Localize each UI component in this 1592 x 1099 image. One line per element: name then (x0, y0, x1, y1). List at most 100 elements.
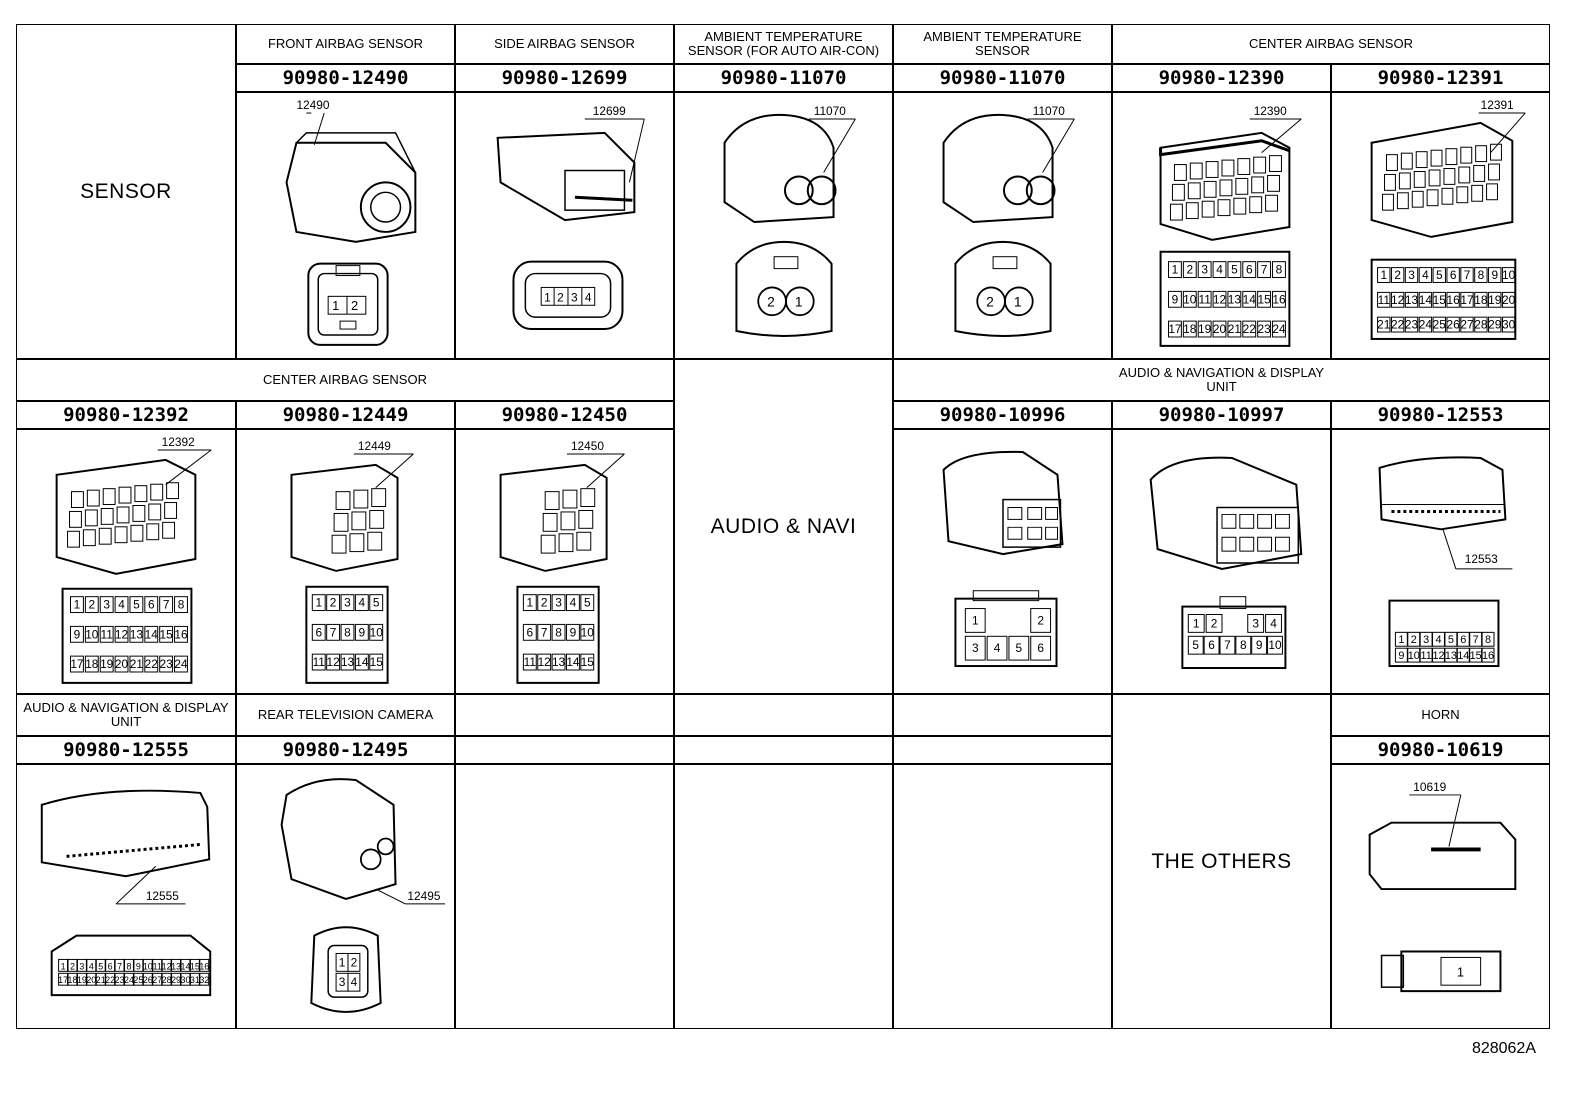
pin-number: 30 (1502, 318, 1516, 332)
pin-cell (1474, 316, 1488, 333)
pin-number: 2 (330, 596, 337, 610)
pin-number: 18 (68, 975, 78, 985)
pin-number: 17 (1168, 322, 1181, 336)
pin-number: 23 (115, 975, 125, 985)
cavity (1269, 155, 1282, 172)
pin-number: 2 (351, 955, 358, 969)
pin-number: 28 (162, 975, 172, 985)
pin-number: 12 (1213, 292, 1226, 306)
part-number: 90980-12390 (1112, 64, 1331, 92)
pin-cell (67, 972, 78, 986)
pin-number: 4 (118, 598, 125, 612)
pin-cell (1212, 261, 1227, 279)
cavity (580, 488, 596, 508)
pin-cell (1030, 608, 1052, 633)
pin-number: 7 (1261, 263, 1268, 277)
pin-number: 16 (199, 961, 209, 971)
pin-number: 9 (359, 625, 366, 639)
cavity (576, 531, 592, 551)
pin-number: 3 (339, 975, 346, 989)
drawing-label: 12699 (593, 104, 626, 118)
pin-number: 21 (130, 657, 144, 671)
pin-number: 6 (1450, 268, 1457, 282)
pin-3: 3 (571, 290, 578, 304)
pin-number: 1 (315, 596, 322, 610)
pin-number: 8 (344, 625, 351, 639)
cavity (351, 511, 367, 531)
pin-cell (1390, 291, 1405, 308)
pin-cell (537, 594, 552, 612)
title-center-airbag-sensor-row2: CENTER AIRBAG SENSOR (16, 359, 674, 401)
pin-number: 12 (115, 627, 128, 641)
pin-cell (1488, 316, 1502, 333)
pin-number: 7 (1464, 268, 1471, 282)
pin-cell (58, 958, 69, 972)
pin-cell (522, 623, 537, 641)
pin-number: 2 (1037, 613, 1044, 627)
pin-number: 5 (1448, 634, 1454, 646)
pin-cell (1469, 631, 1483, 647)
cavity (1430, 149, 1443, 167)
cavity (98, 527, 112, 545)
pin-number: 4 (994, 641, 1001, 655)
cavity (331, 534, 347, 554)
pin-cell (1242, 320, 1257, 338)
pin-number: 20 (115, 657, 129, 671)
pin-number: 27 (152, 975, 162, 985)
part-number: 90980-12555 (16, 736, 236, 764)
pin-cell (1167, 290, 1182, 308)
pin-cell (1205, 614, 1223, 633)
pin-1: 1 (1014, 293, 1022, 309)
part-number: 90980-12450 (455, 401, 674, 429)
cavity (1203, 180, 1217, 198)
pin-cell (326, 594, 341, 612)
pin-number: 2 (89, 598, 96, 612)
part-number: 90980-10996 (893, 401, 1112, 429)
pin-number: 4 (1422, 268, 1429, 282)
pin-number: 27 (1460, 318, 1473, 332)
pin-number: 21 (96, 975, 106, 985)
cavity (560, 511, 576, 531)
pin-number: 24 (1272, 322, 1286, 336)
cavity (353, 489, 369, 509)
cavity (146, 523, 160, 541)
title-audio-nav-display-unit: AUDIO & NAVIGATION & DISPLAY UNIT (893, 359, 1550, 401)
part-number: 90980-12553 (1331, 401, 1550, 429)
cavity (1400, 152, 1413, 170)
pin-cell (565, 653, 580, 671)
cavity (1398, 172, 1411, 190)
pin-number: 9 (136, 961, 141, 971)
pin-number: 32 (199, 975, 209, 985)
pin-cell (1227, 320, 1242, 338)
cavity (1173, 164, 1187, 181)
cavity (148, 503, 162, 521)
title-horn: HORN (1331, 694, 1550, 736)
pin-grid-3d (1382, 143, 1502, 211)
pin-cell (326, 653, 341, 671)
pin-number: 1 (74, 598, 81, 612)
pin-cell (114, 596, 129, 614)
empty-cell (893, 764, 1112, 1029)
cavity (1415, 151, 1428, 169)
pin-cell (1407, 647, 1421, 663)
pin-cell (340, 653, 355, 671)
pin-number: 12 (327, 655, 340, 669)
pin-number: 19 (100, 657, 114, 671)
pin-number: 6 (315, 625, 322, 639)
pin-cell (1030, 635, 1052, 661)
connector-10619-svg: 10619 1 (1368, 780, 1517, 993)
pin-cell (354, 653, 369, 671)
pin-number: 5 (1231, 263, 1238, 277)
cavity (544, 491, 560, 510)
cavity (86, 489, 100, 507)
pin-number: 11 (101, 627, 114, 641)
pin-number: 15 (190, 961, 200, 971)
cavity (333, 512, 349, 532)
